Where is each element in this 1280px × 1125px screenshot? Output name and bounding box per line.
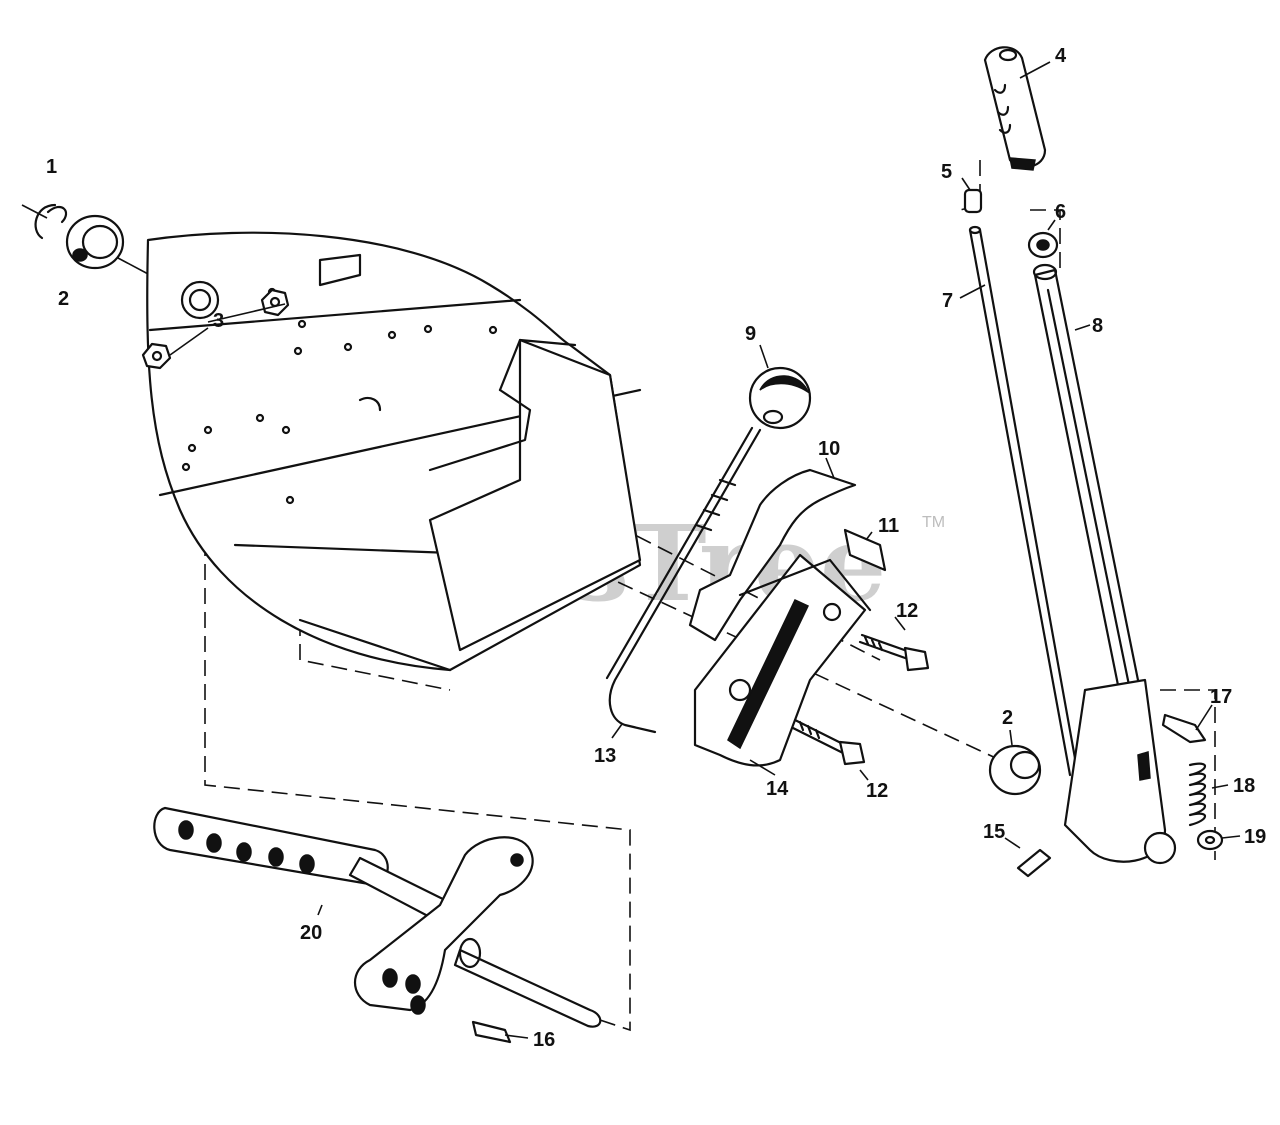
callout-8: 8 [1092,315,1103,337]
part-3-nuts [141,288,290,370]
part-12-bolts [791,616,930,781]
part-2-bushing-right [988,729,1042,796]
part-10-bracket [688,457,857,642]
part-16-key [471,1020,529,1044]
part-2-bushing-left [65,214,151,276]
callout-12-upper: 12 [896,600,918,622]
part-14-quadrant [693,553,872,776]
part-13-shift-rod [605,426,762,739]
callout-6: 6 [1055,201,1066,223]
callout-13: 13 [594,745,616,767]
callout-9: 9 [745,323,756,345]
part-8-handle-tube [1032,263,1177,865]
callout-7: 7 [942,290,953,312]
callout-20: 20 [300,922,322,944]
part-1-retaining-ring [21,203,68,240]
part-18-spring [1188,762,1229,827]
callout-10: 10 [818,438,840,460]
callout-5: 5 [941,161,952,183]
part-5-plug [961,177,983,214]
part-11-key [843,528,887,572]
callout-2-right: 2 [1002,707,1013,729]
callout-2-left: 2 [58,288,69,310]
main-housing-plate [146,231,642,672]
part-17-latch [1161,704,1213,744]
watermark-trademark: TM [922,514,945,531]
callout-17: 17 [1210,686,1232,708]
callout-4: 4 [1055,45,1067,67]
callout-12-lower: 12 [866,780,888,802]
part-20-yoke-assembly [153,806,602,1028]
callout-11: 11 [878,515,899,537]
callout-18: 18 [1233,775,1255,797]
part-4-grip [983,46,1051,171]
callout-15: 15 [983,821,1005,843]
part-7-rod [959,225,1080,777]
callout-1: 1 [46,156,57,178]
part-6-ferrule [1027,219,1059,259]
callout-3: 3 [213,310,224,332]
callout-16: 16 [533,1029,555,1051]
part-19-washer [1196,829,1241,851]
callout-19: 19 [1244,826,1266,848]
callout-14: 14 [766,778,789,800]
part-15-set-screw [1004,837,1052,878]
part-9-knob [748,344,812,430]
callout-labels: 1 2 3 4 5 6 7 8 9 10 11 12 12 13 14 2 15… [46,45,1266,1051]
